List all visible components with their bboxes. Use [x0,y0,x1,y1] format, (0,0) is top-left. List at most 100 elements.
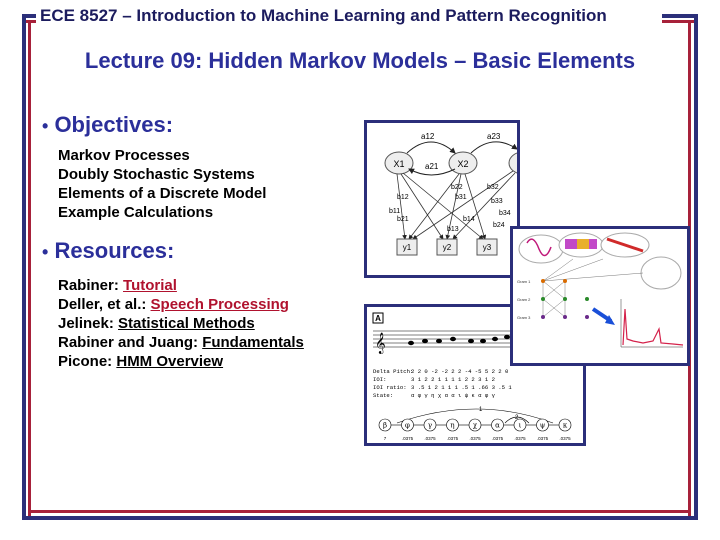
chain-state-label: α [495,422,500,430]
emission-label: b13 [447,226,459,233]
emission-label: b22 [451,184,463,191]
marker-label: A [375,314,381,323]
row-values: α φ γ η χ α α ι ψ κ α φ γ [411,392,496,399]
bullet-icon: • [42,242,49,262]
music-staff [373,330,511,348]
chain-state-node [558,418,572,432]
resources-list: Rabiner: Tutorial Deller, et al.: Speech… [58,276,304,371]
emission-label: b11 [389,208,400,215]
resource-author: Picone: [58,353,117,370]
resource-item: Picone: HMM Overview [58,352,304,371]
row-label: Gram 1 [517,279,531,284]
objective-item: Doubly Stochastic Systems [58,166,255,183]
chain-prob-label: .0375 [469,436,481,441]
emission-label: b12 [397,194,409,201]
row-label: Delta Pitch: [373,368,413,375]
speech-processing-link[interactable]: Speech Processing [150,296,289,313]
spectrum-icon [577,239,589,249]
row-values: 2 2 0 -2 -2 2 2 -4 -5 5 2 2 0 [411,368,509,375]
transition-arc [406,141,456,154]
treble-clef-icon: 𝄞 [375,333,386,354]
resources-heading: • Resources: [42,238,174,264]
spectrum-plot [622,308,684,346]
chain-state-label: χ [473,422,478,430]
row-values: 3 .5 1 2 1 1 1 .5 1 .66 3 .5 1 [411,384,512,391]
row-label: IOI: [373,376,386,383]
row-label: State: [373,392,393,399]
marker-box [372,312,384,324]
music-notes [408,334,510,346]
network-edges [542,258,644,318]
music-figure: A 𝄞 Delta Pitch: 2 2 0 -2 -2 2 2 -4 -5 5… [372,312,572,441]
state-chain: β 7 φ .0375 γ .0375 η .0375 χ .0375 α .0375 ι .0375 ψ.… [378,418,572,441]
row-label: IOI ratio: [373,384,407,391]
slide-title: Lecture 09: Hidden Markov Models – Basic… [84,48,636,73]
transition-arc [470,141,518,154]
resource-author: Jelinek: [58,315,119,332]
frame-line [22,516,698,520]
objectives-list: Markov Processes Doubly Stochastic Syste… [58,146,266,222]
chain-state-label: β [383,422,387,430]
chain-prob-label: .0375 [492,436,504,441]
fundamentals-link[interactable]: Fundamentals [202,334,304,351]
statistical-methods-link[interactable]: Statistical Methods [118,315,255,332]
row-label: Gram 3 [517,315,531,320]
hmm-overview-link[interactable]: HMM Overview [116,353,224,370]
chain-state-label: κ [563,422,568,430]
chain-prob-label: .0375 [424,436,436,441]
course-header: ECE 8527 – Introduction to Machine Learn… [40,6,607,25]
frame-line [662,20,698,23]
frame-line [662,14,698,18]
chain-state-label: ψ [540,422,546,430]
hmm-diagram-panel: X1 X2 a12 a21 a23 b12 b11 b21 b22 b31 b3… [364,120,538,278]
loop-arc [396,408,554,424]
objective-item: Elements of a Discrete Model [58,185,267,202]
chain-state-label: φ [405,422,410,430]
resource-author: Deller, et al.: [58,296,151,313]
resource-item: Rabiner and Juang: Fundamentals [58,333,304,352]
observation-box [476,238,498,256]
chain-state-label: ι [519,422,522,430]
loop-label: 2 [515,415,519,421]
speech-bubble [518,234,564,264]
emission-label: b34 [499,210,511,217]
hmm-diagram: X1 X2 a12 a21 a23 b12 b11 b21 b22 b31 b3… [384,132,538,256]
emission-label: b32 [487,184,499,191]
row-label: Gram 2 [517,297,531,302]
observation-label: y3 [483,243,492,252]
emission-label: b14 [463,216,475,223]
resources-heading-text: Resources: [54,238,175,263]
state-node [508,151,538,175]
chain-prob-label: 7 [384,436,387,441]
objectives-heading-text: Objectives: [54,112,174,137]
state-node [448,151,478,175]
chain-prob-label: .0375 [447,436,459,441]
emission-label: b31 [455,194,467,201]
resource-item: Rabiner: Tutorial [58,276,304,295]
bullet-icon: • [42,116,49,136]
waveform-icon [526,238,552,257]
chain-prob-label: .0375 [559,436,571,441]
observation-label: y2 [443,243,452,252]
state-label: X1 [393,159,404,169]
network-figure: Gram 1 Gram 2 Gram 3 [517,232,684,348]
frame-line [22,14,26,520]
transition-label: a21 [425,162,439,171]
network-figure-panel: Gram 1 Gram 2 Gram 3 [510,226,690,366]
chain-prob-label: .0375 [514,436,526,441]
frame-line [22,20,36,23]
chain-prob-label: .0375 [537,436,549,441]
chain-state-label: η [450,422,454,430]
objective-item: Example Calculations [58,204,214,221]
transition-arc [408,168,456,176]
tutorial-link[interactable]: Tutorial [123,277,177,294]
loop-arc [504,416,530,424]
emission-label: b21 [397,216,409,223]
emission-label: b24 [493,222,505,229]
row-values: 3 1 2 2 1 1 1 1 2 2 3 1 2 [411,376,495,383]
frame-line [28,510,691,513]
frame-line [694,14,698,520]
resource-author: Rabiner: [58,277,124,294]
observation-box [396,238,418,256]
chain-state-label: γ [428,422,432,430]
